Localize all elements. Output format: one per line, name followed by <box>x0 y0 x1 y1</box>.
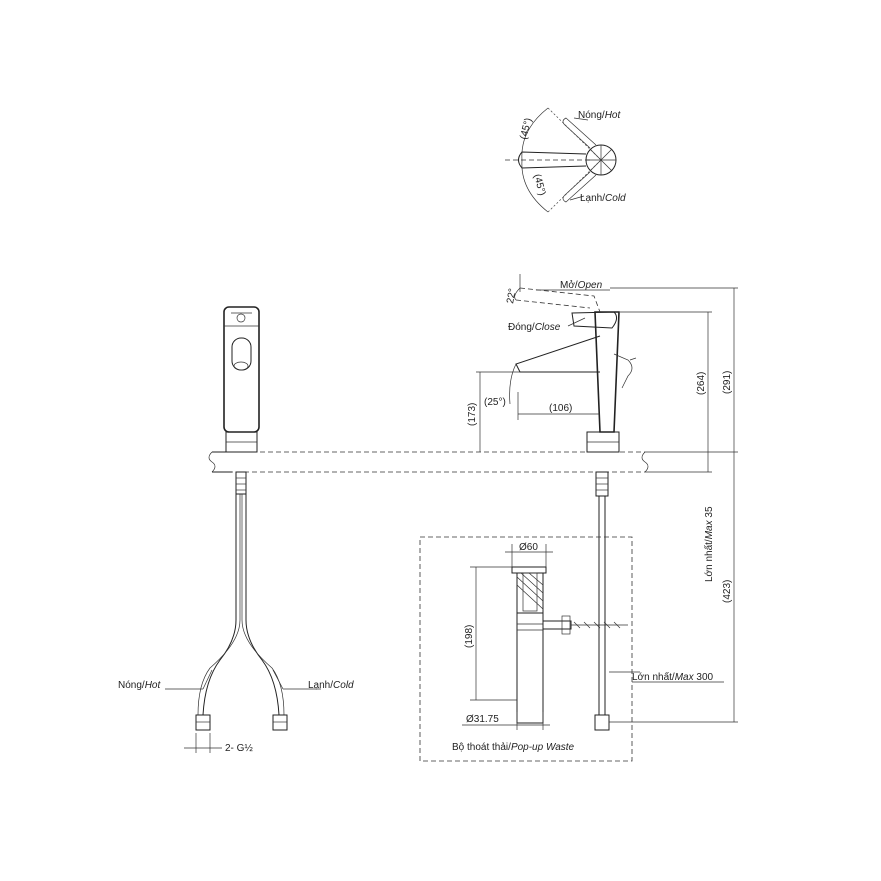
handle-cap-icon <box>236 313 246 323</box>
dim-264-label: (264) <box>696 372 707 395</box>
spout-side <box>515 335 601 373</box>
plan-cold-label: Lạnh/Cold <box>580 193 626 204</box>
countertop <box>208 451 649 473</box>
cold-hose <box>245 494 280 716</box>
dia-3175-label: Ø31.75 <box>466 714 499 725</box>
spout-reach-label: (106) <box>549 403 572 414</box>
dim-291-label: (291) <box>722 371 733 394</box>
close-label: Đóng/Close <box>508 322 561 333</box>
waste-detail-frame <box>419 536 633 762</box>
front-cold-label: Lạnh/Cold <box>308 680 354 691</box>
front-hot-label: Nóng/Hot <box>118 680 161 691</box>
spout-height-label: (173) <box>467 403 478 426</box>
side-view: 22° Mở/Open Đóng/Close (25°) (106) (173)… <box>467 274 738 731</box>
dim-198-label: (198) <box>464 625 475 648</box>
hot-angle-label: (45°) <box>518 117 534 141</box>
thread-size-label: 2- G½ <box>225 743 253 754</box>
max-35-label: Lớn nhất/Max 35 <box>703 506 715 582</box>
open-label: Mở/Open <box>560 279 603 291</box>
dim-423-label: (423) <box>722 580 733 603</box>
max-300-label: Lớn nhất/Max 300 <box>632 671 714 683</box>
front-view: Nóng/Hot Lạnh/Cold 2- G½ <box>118 306 354 754</box>
plan-hot-label: Nóng/Hot <box>578 110 621 121</box>
waste-title: Bộ thoát thải/Pop-up Waste <box>452 742 575 753</box>
spout-angle-label: (25°) <box>484 397 506 408</box>
popup-waste-detail: Ø60 (198) Ø31.75 Bộ thoát thải/Pop-up Wa… <box>419 536 633 762</box>
lever-closed <box>571 311 618 329</box>
lever-angle-label: 22° <box>505 288 518 305</box>
dia-60-label: Ø60 <box>519 542 538 553</box>
hot-hose <box>202 494 237 716</box>
cold-angle-label: (45°) <box>531 173 547 197</box>
handle-plan-view: (45°) (45°) Nóng/Hot Lạnh/Cold <box>505 107 626 213</box>
